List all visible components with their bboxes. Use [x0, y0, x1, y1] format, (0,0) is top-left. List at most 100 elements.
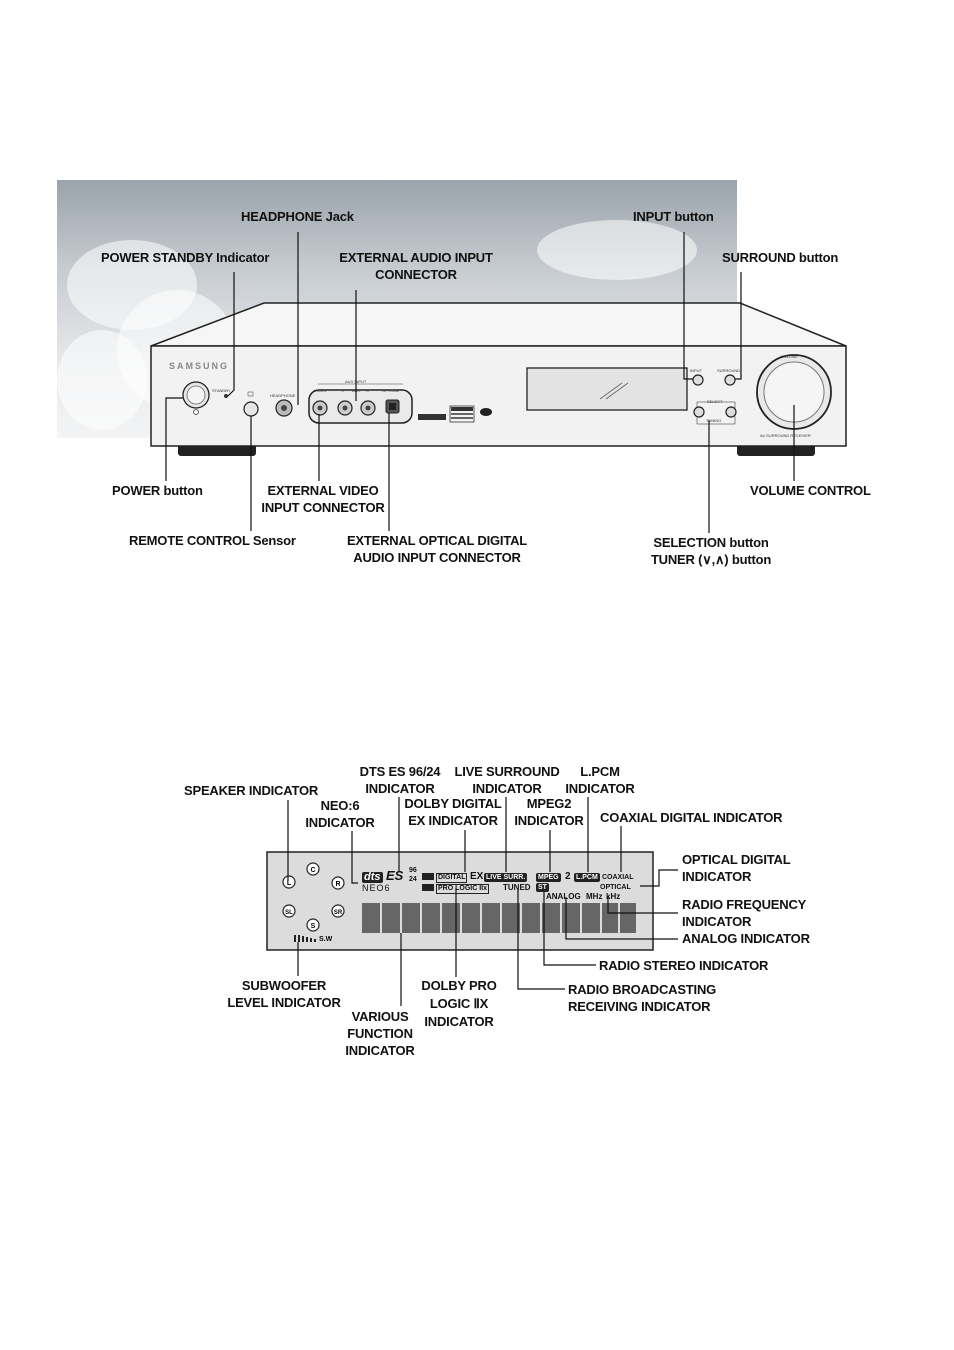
r-text: R	[366, 388, 369, 393]
label-surround-button: SURROUND button	[722, 250, 839, 265]
sw-bar	[298, 935, 300, 942]
logo-mark	[418, 414, 446, 420]
optical-text: OPTICAL	[382, 388, 400, 393]
character-grid	[362, 903, 636, 933]
label-radio-broad-line1: RADIO BROADCASTING	[568, 982, 717, 997]
tuning-down-button	[693, 406, 705, 418]
speaker-s-text: S	[311, 923, 316, 930]
logo-mark	[451, 407, 473, 411]
select-text: SELECT	[707, 399, 723, 404]
speaker-circles	[282, 862, 345, 932]
label-ext-audio: EXTERNAL AUDIO INPUT CONNECTOR	[326, 249, 506, 283]
label-analog: ANALOG INDICATOR	[682, 931, 810, 946]
label-subwoofer-line1: SUBWOOFER	[241, 978, 327, 993]
label-selection-button: SELECTION button	[653, 535, 769, 550]
brand-logo: SAMSUNG	[169, 361, 229, 371]
char-cell	[562, 903, 580, 933]
vfd-96: 96	[409, 867, 417, 874]
display-glare	[599, 382, 629, 400]
optical-jack-hole	[389, 403, 396, 410]
char-cell	[502, 903, 520, 933]
label-neo-line2: INDICATOR	[305, 815, 375, 830]
label-subwoofer: SUBWOOFER LEVEL INDICATOR	[224, 977, 344, 1011]
dolby-logo	[422, 884, 434, 891]
leader-analog	[565, 897, 678, 940]
char-cell	[602, 903, 618, 933]
vfd-ex: EX	[470, 871, 484, 882]
sw-bar	[302, 936, 304, 942]
headphone-jack-hole	[281, 405, 287, 411]
label-ext-video-line1: EXTERNAL VIDEO	[267, 483, 379, 498]
label-radio-broad: RADIO BROADCASTING RECEIVING INDICATOR	[568, 981, 716, 1015]
vfd-analog: ANALOG	[546, 892, 581, 901]
standby-text: STANDBY	[212, 388, 231, 393]
video-jack-hole	[317, 405, 323, 411]
char-cell	[382, 903, 400, 933]
speaker-sl	[282, 904, 296, 918]
sw-bar	[306, 937, 308, 942]
vfd-mhz: MHz	[586, 892, 603, 901]
label-dolby-pro-line1: DOLBY PRO	[421, 978, 497, 993]
char-cell	[620, 903, 636, 933]
power-icon	[193, 409, 199, 415]
cloud	[57, 330, 147, 430]
char-cell	[362, 903, 380, 933]
vfd-es: ES	[386, 868, 404, 883]
logo-mark	[451, 413, 473, 415]
display-window	[526, 367, 688, 411]
label-various: VARIOUS FUNCTION INDICATOR	[340, 1008, 420, 1059]
vfd-khz: kHz	[606, 892, 621, 901]
label-ext-optical-line1: EXTERNAL OPTICAL DIGITAL	[346, 533, 528, 548]
sensor-window	[247, 391, 254, 397]
label-optical: OPTICAL DIGITAL INDICATOR	[682, 851, 791, 885]
char-cell	[422, 903, 440, 933]
label-speaker: SPEAKER INDICATOR	[184, 783, 319, 798]
speaker-sr	[331, 904, 345, 918]
label-dolby-ex-line2: EX INDICATOR	[408, 813, 498, 828]
char-cell	[582, 903, 600, 933]
label-power-button: POWER button	[112, 483, 203, 498]
label-dolby-ex: DOLBY DIGITAL EX INDICATOR	[398, 795, 508, 829]
label-radio-freq: RADIO FREQUENCY INDICATOR	[682, 896, 806, 930]
label-neo6: NEO:6 INDICATOR	[298, 797, 382, 831]
label-ext-video: EXTERNAL VIDEO INPUT CONNECTOR	[248, 482, 398, 516]
label-volume-control: VOLUME CONTROL	[750, 483, 871, 498]
label-various-line2: FUNCTION	[347, 1026, 413, 1041]
label-dolby-pro-line3: INDICATOR	[424, 1014, 494, 1029]
audio-r-jack-hole	[365, 405, 371, 411]
label-mpeg2: MPEG2 INDICATOR	[509, 795, 589, 829]
vfd-tuned: TUNED	[503, 883, 531, 892]
label-live-line2: INDICATOR	[472, 781, 542, 796]
vfd-optical: OPTICAL	[600, 884, 631, 891]
label-power-standby: POWER STANDBY Indicator	[101, 250, 270, 265]
label-mpeg2-line1: MPEG2	[526, 796, 572, 811]
leader-radio-freq	[607, 897, 678, 914]
sw-bar	[314, 939, 316, 942]
leader-surround	[735, 272, 742, 380]
headphone-text: HEADPHONE	[270, 393, 296, 398]
label-ext-optical-line2: AUDIO INPUT CONNECTOR	[353, 550, 521, 565]
label-neo-line1: NEO:6	[320, 798, 360, 813]
speaker-l	[282, 875, 296, 889]
vfd-digital: DIGITAL	[436, 873, 468, 883]
receiver-text: AV SURROUND RECEIVER	[760, 433, 811, 438]
input-text: INPUT	[690, 368, 703, 373]
tuning-text: TUNING	[706, 418, 721, 423]
label-input-button: INPUT button	[633, 209, 714, 224]
label-dolby-pro-line2: LOGIC ⅡX	[429, 996, 489, 1011]
label-dts-line1: DTS ES 96/24	[359, 764, 441, 779]
label-dolby-ex-line1: DOLBY DIGITAL	[404, 796, 502, 811]
speaker-c	[306, 862, 320, 876]
leader-power	[165, 397, 183, 481]
label-selection-tuner: SELECTION button TUNER (∨,∧) button	[626, 534, 796, 568]
logo-mark	[480, 408, 492, 416]
vfd-mpeg: MPEG	[536, 873, 561, 882]
video-text: VIDEO	[314, 388, 326, 393]
vfd-live-surr: LIVE SURR.	[484, 873, 528, 882]
label-ext-audio-line2: CONNECTOR	[375, 267, 457, 282]
sw-bar	[310, 938, 312, 942]
vfd-lpcm: L.PCM	[574, 873, 600, 882]
char-cell	[442, 903, 460, 933]
